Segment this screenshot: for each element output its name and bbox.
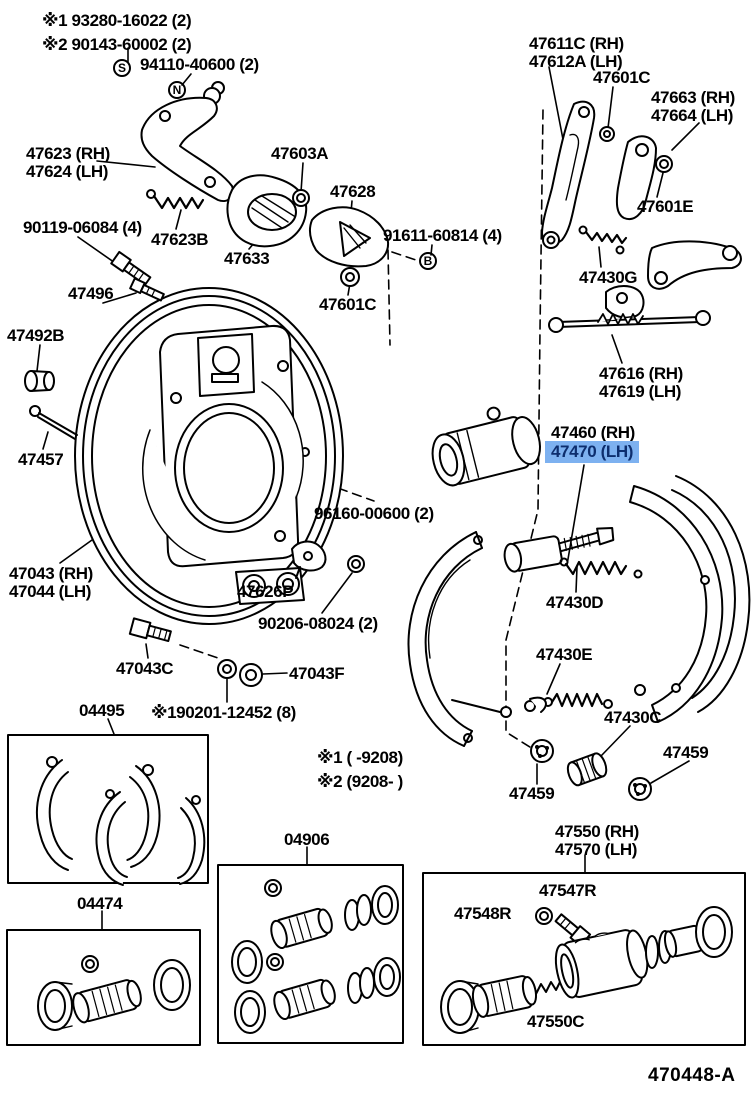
kit-04495-box: [7, 734, 209, 886]
brake-shoe-left-drawing: [407, 531, 483, 747]
note-range-2: ※2 (9208- ): [317, 772, 403, 791]
wheel-cylinder-main-drawing: [431, 406, 541, 487]
sheet-number: 470448-A: [648, 1065, 736, 1086]
part-47601C-center[interactable]: 47601C: [319, 295, 377, 314]
clip-47601C-top-drawing: [599, 126, 615, 142]
part-47626P[interactable]: 47626P: [237, 582, 294, 601]
note-range-1: ※1 ( -9208): [317, 748, 403, 767]
part-47430E[interactable]: 47430E: [536, 645, 593, 664]
adjuster-47470-drawing: [503, 526, 615, 573]
nut-47043F-drawing: [239, 663, 263, 687]
part-47459-left[interactable]: 47459: [509, 784, 555, 803]
shoe-lever-47611C-drawing: [541, 100, 596, 249]
strut-47616-drawing: [548, 285, 711, 333]
nut-90206-drawing: [347, 555, 365, 573]
part-90206-08024[interactable]: 90206-08024 (2): [258, 614, 378, 633]
part-04474[interactable]: 04474: [77, 894, 123, 913]
kit-04474-box: [6, 929, 201, 1046]
part-47550-47570[interactable]: 47550 (RH) 47570 (LH): [555, 822, 639, 860]
part-47496[interactable]: 47496: [68, 284, 114, 303]
part-47430D[interactable]: 47430D: [546, 593, 604, 612]
bellcrank-47633-drawing: [226, 174, 308, 248]
brake-shoe-right-back-drawing: [671, 475, 751, 713]
part-47550C[interactable]: 47550C: [527, 1012, 585, 1031]
spring-47430G-drawing: [578, 225, 628, 255]
part-47548R[interactable]: 47548R: [454, 904, 512, 923]
fastener-symbol-s-icon: S: [113, 59, 131, 77]
part-47663-47664[interactable]: 47663 (RH) 47664 (LH): [651, 88, 735, 126]
ring-47601E-drawing: [655, 155, 673, 173]
part-47611C-47612A[interactable]: 47611C (RH) 47612A (LH): [529, 34, 624, 72]
bolt-47043C-drawing: [128, 617, 172, 643]
part-190201-12452[interactable]: ※190201-12452 (8): [151, 703, 296, 722]
part-04906[interactable]: 04906: [284, 830, 330, 849]
fastener-symbol-b-icon: B: [419, 252, 437, 270]
washer-190201-drawing: [217, 659, 237, 679]
spring-47430E-drawing: [543, 692, 613, 709]
anchor-47628-drawing: [308, 206, 390, 268]
plug-47459-right-drawing: [628, 777, 652, 801]
part-47601E[interactable]: 47601E: [637, 197, 694, 216]
parking-lever-47623-drawing: [140, 81, 234, 202]
screw-47496-drawing: [129, 277, 165, 302]
shoe-hook-hardware-drawing: [451, 696, 547, 718]
part-96160-00600[interactable]: 96160-00600 (2): [314, 504, 434, 523]
lever-47663-drawing: [615, 135, 657, 220]
nut-47601C-center-drawing: [340, 267, 360, 287]
part-47459-right[interactable]: 47459: [663, 743, 709, 762]
part-91611-60814[interactable]: 91611-60814 (4): [383, 226, 502, 245]
bushing-47492B-drawing: [24, 370, 55, 392]
part-04495[interactable]: 04495: [79, 701, 125, 720]
part-47492B[interactable]: 47492B: [7, 326, 65, 345]
kit-47550-box: [422, 872, 746, 1046]
part-94110-40600[interactable]: 94110-40600 (2): [140, 55, 259, 74]
part-47460[interactable]: 47460 (RH): [551, 423, 635, 442]
bolt-90119-drawing: [110, 250, 152, 286]
pin-47457-drawing: [29, 405, 78, 440]
part-47430C[interactable]: 47430C: [604, 708, 662, 727]
fastener-symbol-n-icon: N: [168, 81, 186, 99]
note-screw-variant-1: ※1 93280-16022 (2): [42, 11, 192, 30]
part-47616-47619[interactable]: 47616 (RH) 47619 (LH): [599, 364, 683, 402]
spring-47430D-drawing: [559, 557, 643, 579]
part-47603A[interactable]: 47603A: [271, 144, 329, 163]
part-47470-selected[interactable]: 47470 (LH): [545, 441, 639, 464]
spring-47623B-drawing: [146, 189, 205, 210]
part-47623-47624[interactable]: 47623 (RH) 47624 (LH): [26, 144, 110, 182]
clamp-47626P-drawing: [291, 540, 327, 579]
adjuster-plug-47430C-drawing: [566, 752, 608, 787]
note-screw-variant-2: ※2 90143-60002 (2): [42, 35, 192, 54]
brake-shoe-right-drawing: [629, 485, 724, 723]
part-90119-06084[interactable]: 90119-06084 (4): [23, 218, 142, 237]
backing-plate-drawing: [74, 287, 344, 625]
part-47633[interactable]: 47633: [224, 249, 270, 268]
part-47043-47044[interactable]: 47043 (RH) 47044 (LH): [9, 564, 93, 602]
part-47457[interactable]: 47457: [18, 450, 64, 469]
kit-04906-box: [217, 864, 404, 1044]
part-47628[interactable]: 47628: [330, 182, 376, 201]
part-47601C-top[interactable]: 47601C: [593, 68, 651, 87]
part-47430G[interactable]: 47430G: [579, 268, 638, 287]
part-47623B[interactable]: 47623B: [151, 230, 209, 249]
crank-lever-right-drawing: [647, 240, 742, 290]
boot-47459-left-drawing: [530, 739, 554, 763]
part-47547R[interactable]: 47547R: [539, 881, 597, 900]
part-47043C[interactable]: 47043C: [116, 659, 174, 678]
ring-47603A-drawing: [292, 189, 310, 207]
part-47043F[interactable]: 47043F: [289, 664, 345, 683]
